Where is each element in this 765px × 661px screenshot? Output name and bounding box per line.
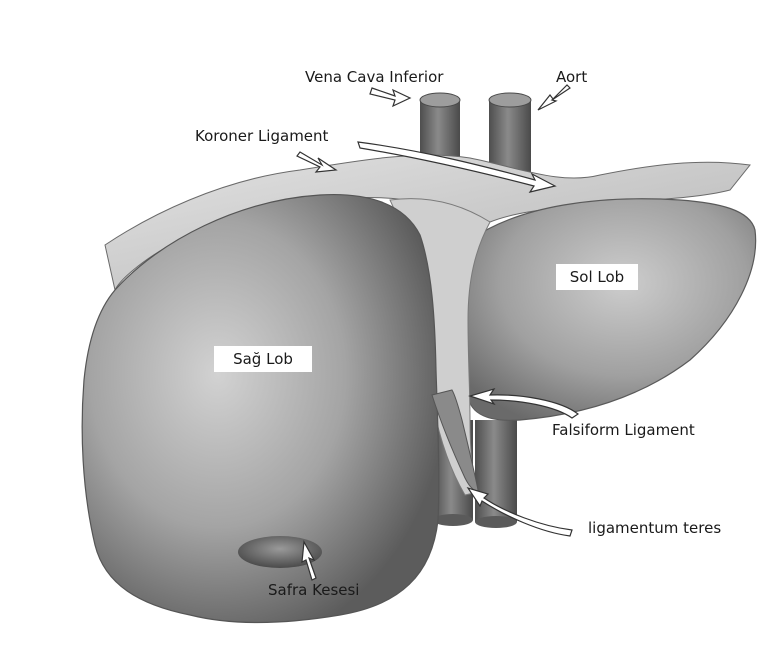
aort-arrow — [538, 85, 570, 110]
koroner-ligament-label: Koroner Ligament — [195, 127, 329, 145]
sol-lob-label: Sol Lob — [570, 268, 624, 286]
aort-label: Aort — [556, 68, 587, 86]
sag-lob-label: Sağ Lob — [233, 350, 293, 368]
falsiform-ligament-label: Falsiform Ligament — [552, 421, 695, 439]
vena-cava-arrow — [370, 88, 410, 106]
safra-kesesi-label: Safra Kesesi — [268, 581, 359, 599]
vena-cava-label: Vena Cava Inferior — [305, 68, 444, 86]
left-lobe — [462, 199, 755, 421]
ligamentum-teres-label: ligamentum teres — [588, 519, 721, 537]
